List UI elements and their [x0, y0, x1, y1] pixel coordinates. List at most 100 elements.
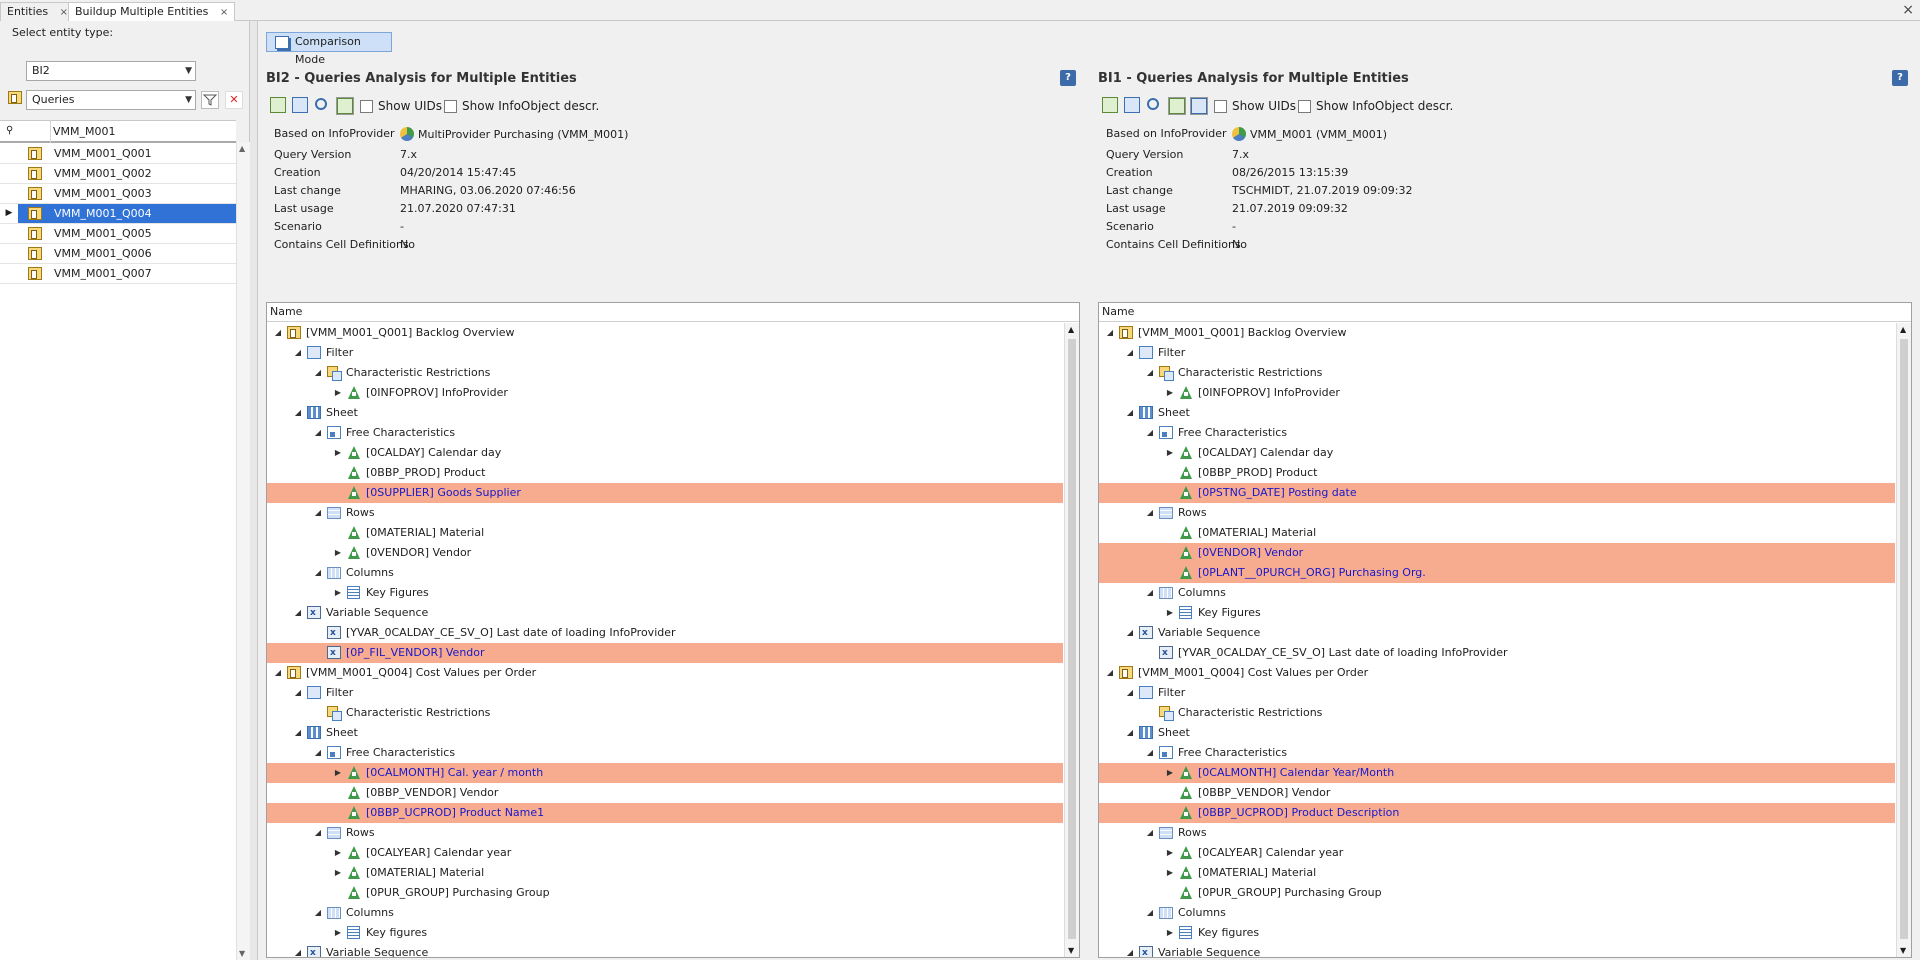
scroll-up-icon[interactable]: ▲: [239, 144, 246, 153]
tree-node[interactable]: [0BBP_UCPROD] Product Description: [1099, 803, 1895, 823]
scroll-down-icon[interactable]: ▼: [1068, 946, 1075, 955]
expand-icon[interactable]: ▶: [334, 768, 342, 777]
scroll-down-icon[interactable]: ▼: [239, 949, 246, 958]
collapse-icon[interactable]: ◢: [314, 508, 322, 517]
tree-node[interactable]: ◢Rows: [267, 503, 1063, 523]
collapse-icon[interactable]: ◢: [1146, 368, 1154, 377]
close-icon[interactable]: ×: [59, 7, 69, 18]
tree-node[interactable]: [0P_FIL_VENDOR] Vendor: [267, 643, 1063, 663]
show-infoobject-descr-checkbox[interactable]: [444, 100, 457, 113]
collapse-icon[interactable]: ◢: [314, 428, 322, 437]
collapse-icon[interactable]: ◢: [1126, 408, 1134, 417]
expand-icon[interactable]: ▶: [334, 448, 342, 457]
tree-node[interactable]: ▶[0CALYEAR] Calendar year: [1099, 843, 1895, 863]
list-item[interactable]: VMM_M001_Q002: [0, 164, 236, 184]
expand-icon[interactable]: ▶: [1166, 608, 1174, 617]
tree-node[interactable]: ▶[0CALDAY] Calendar day: [1099, 443, 1895, 463]
list-item[interactable]: VMM_M001_Q007: [0, 264, 236, 284]
tab-buildup-multiple-entities[interactable]: Buildup Multiple Entities ×: [68, 2, 236, 22]
collapse-icon[interactable]: ◢: [294, 688, 302, 697]
tree-node[interactable]: ◢Sheet: [267, 723, 1063, 743]
filter-icon[interactable]: [201, 91, 219, 109]
help-icon[interactable]: ?: [1060, 70, 1076, 86]
find-icon[interactable]: [1146, 97, 1164, 115]
comparison-mode-button[interactable]: Comparison Mode: [266, 32, 392, 66]
tree-node[interactable]: [0PUR_GROUP] Purchasing Group: [267, 883, 1063, 903]
tree-node[interactable]: [0PSTNG_DATE] Posting date: [1099, 483, 1895, 503]
tree-node[interactable]: ◢Characteristic Restrictions: [267, 363, 1063, 383]
collapse-icon[interactable]: ◢: [294, 408, 302, 417]
tree-node[interactable]: ◢Variable Sequence: [1099, 943, 1895, 957]
tree-node[interactable]: [0MATERIAL] Material: [267, 523, 1063, 543]
collapse-icon[interactable]: ◢: [1146, 908, 1154, 917]
show-infoobject-descr-checkbox[interactable]: [1298, 100, 1311, 113]
tree-node[interactable]: ◢Sheet: [1099, 403, 1895, 423]
tree-node[interactable]: ◢Columns: [267, 903, 1063, 923]
expand-icon[interactable]: ▶: [1166, 388, 1174, 397]
sync-view-icon[interactable]: [336, 97, 354, 115]
tree-column-header[interactable]: Name: [267, 303, 1079, 322]
tree-node[interactable]: ▶[0MATERIAL] Material: [267, 863, 1063, 883]
tree-node[interactable]: ▶Key figures: [267, 923, 1063, 943]
collapse-icon[interactable]: ◢: [1146, 588, 1154, 597]
collapse-icon[interactable]: ◢: [314, 568, 322, 577]
tree-node[interactable]: ◢Columns: [1099, 903, 1895, 923]
compare-arrows-icon[interactable]: [1124, 97, 1142, 115]
tree-node[interactable]: ◢[VMM_M001_Q004] Cost Values per Order: [267, 663, 1063, 683]
tree-node[interactable]: [0MATERIAL] Material: [1099, 523, 1895, 543]
tree-node[interactable]: [YVAR_0CALDAY_CE_SV_O] Last date of load…: [267, 623, 1063, 643]
grid-header-filter[interactable]: VMM_M001: [53, 125, 116, 138]
tree-node[interactable]: ▶[0CALMONTH] Calendar Year/Month: [1099, 763, 1895, 783]
tree-node[interactable]: ◢Columns: [267, 563, 1063, 583]
tree-node[interactable]: ▶[0VENDOR] Vendor: [267, 543, 1063, 563]
tree-node[interactable]: ◢Rows: [267, 823, 1063, 843]
tree-node[interactable]: ◢Free Characteristics: [1099, 743, 1895, 763]
scroll-up-icon[interactable]: ▲: [1068, 325, 1075, 334]
expand-icon[interactable]: ▶: [334, 548, 342, 557]
entity-grid-scrollbar[interactable]: ▲ ▼: [236, 142, 250, 960]
tree-node[interactable]: [0VENDOR] Vendor: [1099, 543, 1895, 563]
tree-node[interactable]: [YVAR_0CALDAY_CE_SV_O] Last date of load…: [1099, 643, 1895, 663]
tree-node[interactable]: ◢Filter: [267, 683, 1063, 703]
tree-node[interactable]: ▶Key figures: [1099, 923, 1895, 943]
split-view-icon[interactable]: [1190, 97, 1208, 115]
tree-node[interactable]: ◢Sheet: [267, 403, 1063, 423]
scroll-thumb[interactable]: [1900, 339, 1908, 939]
close-icon[interactable]: ×: [219, 7, 229, 18]
collapse-icon[interactable]: ◢: [1126, 948, 1134, 957]
tree-node[interactable]: ◢Free Characteristics: [267, 743, 1063, 763]
collapse-icon[interactable]: ◢: [1146, 428, 1154, 437]
expand-icon[interactable]: ▶: [334, 928, 342, 937]
collapse-icon[interactable]: ◢: [294, 348, 302, 357]
show-uids-checkbox[interactable]: [360, 100, 373, 113]
collapse-icon[interactable]: ◢: [314, 828, 322, 837]
expand-icon[interactable]: ▶: [334, 388, 342, 397]
expand-icon[interactable]: ▶: [1166, 768, 1174, 777]
collapse-icon[interactable]: ◢: [1106, 668, 1114, 677]
export-icon[interactable]: [1102, 97, 1120, 115]
collapse-icon[interactable]: ◢: [1126, 628, 1134, 637]
tree-node[interactable]: ◢Free Characteristics: [267, 423, 1063, 443]
tree-node[interactable]: ◢Variable Sequence: [1099, 623, 1895, 643]
tree-node[interactable]: ◢Filter: [1099, 343, 1895, 363]
list-item[interactable]: VMM_M001_Q006: [0, 244, 236, 264]
tree-node[interactable]: ▶[0INFOPROV] InfoProvider: [1099, 383, 1895, 403]
tree-node[interactable]: ◢[VMM_M001_Q001] Backlog Overview: [1099, 323, 1895, 343]
collapse-icon[interactable]: ◢: [294, 728, 302, 737]
scroll-up-icon[interactable]: ▲: [1900, 325, 1907, 334]
filter-row-icon[interactable]: ⚲: [6, 125, 14, 136]
tree-node[interactable]: [0PUR_GROUP] Purchasing Group: [1099, 883, 1895, 903]
tree-node[interactable]: ◢Characteristic Restrictions: [1099, 363, 1895, 383]
collapse-icon[interactable]: ◢: [294, 608, 302, 617]
tab-entities[interactable]: Entities ×: [0, 2, 76, 21]
tree-scrollbar[interactable]: ▲▼: [1896, 323, 1911, 957]
expand-icon[interactable]: ▶: [334, 868, 342, 877]
tree-node[interactable]: ◢Rows: [1099, 503, 1895, 523]
tree-node[interactable]: [0BBP_VENDOR] Vendor: [267, 783, 1063, 803]
tree-column-header[interactable]: Name: [1099, 303, 1911, 322]
collapse-icon[interactable]: ◢: [1126, 348, 1134, 357]
sync-view-icon[interactable]: [1168, 97, 1186, 115]
collapse-icon[interactable]: ◢: [1126, 688, 1134, 697]
collapse-icon[interactable]: ◢: [274, 328, 282, 337]
collapse-icon[interactable]: ◢: [294, 948, 302, 957]
